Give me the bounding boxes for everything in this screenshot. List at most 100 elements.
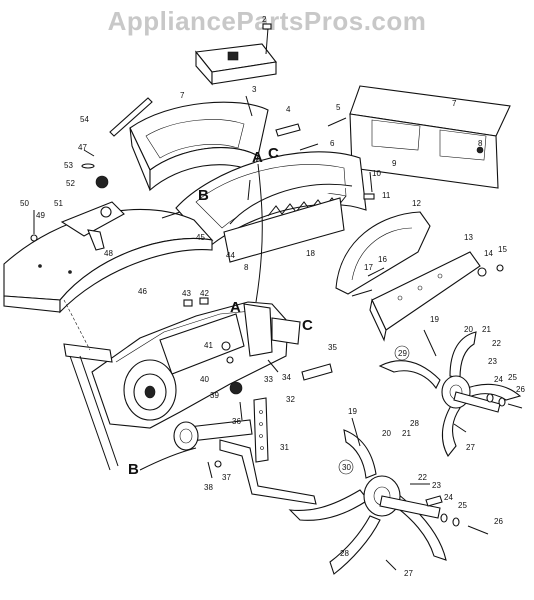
rear-hood-left[interactable] — [129, 101, 269, 192]
nut-43[interactable] — [183, 299, 193, 307]
bolt-19-lower[interactable] — [351, 417, 361, 447]
axle-shaft[interactable] — [173, 419, 253, 451]
part-label-28-lower: 28 — [340, 549, 349, 558]
part-label-44: 44 — [226, 251, 235, 260]
part-label-45: 45 — [196, 233, 205, 242]
bolt-36[interactable] — [239, 401, 243, 421]
knob-52[interactable] — [95, 175, 109, 189]
bolt-6[interactable] — [299, 143, 319, 151]
bolt-5[interactable] — [327, 117, 347, 127]
part-label-46: 46 — [138, 287, 147, 296]
callout-b-bottom: B — [128, 461, 139, 478]
part-label-35: 35 — [328, 343, 337, 352]
marker-circle-29 — [394, 345, 410, 361]
part-label-20-upper: 20 — [464, 325, 473, 334]
part-label-19-lower: 19 — [348, 407, 357, 416]
part-label-20-lower: 20 — [382, 429, 391, 438]
nut-25-upper[interactable] — [498, 397, 506, 407]
part-label-24-upper: 24 — [494, 375, 503, 384]
part-label-39: 39 — [210, 391, 219, 400]
part-label-16: 16 — [378, 255, 387, 264]
bolt-17[interactable] — [351, 289, 373, 297]
tine-assembly-lower[interactable] — [288, 429, 447, 575]
nut-14[interactable] — [477, 267, 487, 277]
nut-37[interactable] — [214, 460, 222, 468]
part-label-24-lower: 24 — [444, 493, 453, 502]
bolt-35[interactable] — [301, 363, 333, 381]
bolt-26-upper[interactable] — [507, 403, 523, 409]
part-label-41: 41 — [204, 341, 213, 350]
rear-hood-right[interactable] — [349, 85, 511, 189]
left-fender[interactable] — [3, 209, 214, 314]
top-bracket[interactable] — [194, 43, 278, 86]
part-label-25-lower: 25 — [458, 501, 467, 510]
part-label-42: 42 — [200, 289, 209, 298]
washer-41[interactable] — [221, 341, 231, 351]
right-side-shield[interactable] — [335, 211, 431, 295]
bolt-3[interactable] — [245, 95, 253, 117]
watermark: AppliancePartsPros.com — [107, 6, 427, 36]
bolt-26-lower[interactable] — [467, 525, 489, 535]
tine-assembly-upper[interactable] — [378, 331, 522, 457]
transmission-housing[interactable] — [91, 301, 301, 429]
part-label-25-upper: 25 — [508, 373, 517, 382]
part-label-11: 11 — [382, 191, 391, 200]
part-label-37: 37 — [222, 473, 231, 482]
part-label-15: 15 — [498, 245, 507, 254]
part-label-33: 33 — [264, 375, 273, 384]
nut-25-lower[interactable] — [452, 517, 460, 527]
depth-plate[interactable] — [369, 251, 481, 342]
part-label-54: 54 — [80, 115, 89, 124]
part-label-14: 14 — [484, 249, 493, 258]
washer-24-upper[interactable] — [486, 393, 494, 403]
part-label-21-lower: 21 — [402, 429, 411, 438]
clip-27-lower[interactable] — [385, 559, 397, 571]
part-label-10: 10 — [372, 169, 381, 178]
bolt-16[interactable] — [367, 267, 385, 277]
part-label-7-right: 7 — [452, 99, 457, 108]
part-label-22-lower: 22 — [418, 473, 427, 482]
part-label-22-upper: 22 — [492, 339, 501, 348]
part-label-34: 34 — [282, 373, 291, 382]
depth-bar[interactable] — [253, 397, 269, 463]
center-shield[interactable] — [175, 151, 367, 263]
bolt-10[interactable] — [369, 171, 373, 193]
part-label-38: 38 — [204, 483, 213, 492]
cable-a[interactable] — [255, 163, 263, 303]
clip-47[interactable] — [83, 149, 95, 157]
bolt-2[interactable] — [262, 23, 272, 55]
nut-40[interactable] — [226, 356, 234, 364]
handle-31[interactable] — [219, 439, 317, 505]
callout-c-top: C — [268, 145, 279, 162]
cable-b[interactable] — [139, 447, 197, 471]
part-label-2: 2 — [262, 15, 267, 24]
part-label-31: 31 — [280, 443, 289, 452]
part-label-5: 5 — [336, 103, 341, 112]
marker-circle-30 — [338, 459, 354, 475]
part-label-26-lower: 26 — [494, 517, 503, 526]
bolt-23-lower[interactable] — [425, 495, 443, 507]
part-label-4: 4 — [286, 105, 291, 114]
bolt-45[interactable] — [161, 211, 181, 219]
clip-27-upper[interactable] — [453, 423, 467, 433]
part-label-29: 29 — [398, 349, 407, 358]
washer-24-lower[interactable] — [440, 513, 448, 523]
bolt-19-upper[interactable] — [423, 329, 437, 357]
nut-42[interactable] — [199, 297, 209, 305]
callout-b-top: B — [198, 187, 209, 204]
washer-49[interactable] — [30, 234, 38, 242]
washer-15[interactable] — [496, 264, 504, 272]
rod-4[interactable] — [275, 123, 301, 137]
part-label-51: 51 — [54, 199, 63, 208]
frame-left-leg[interactable] — [63, 299, 119, 471]
bolt-34[interactable] — [267, 359, 279, 373]
bolt-38[interactable] — [207, 461, 213, 479]
callout-c-mid: C — [302, 317, 313, 334]
washer-53[interactable] — [81, 163, 95, 169]
rod-54[interactable] — [109, 97, 153, 137]
part-label-8-right: 8 — [478, 139, 483, 148]
plug-39[interactable] — [229, 381, 243, 395]
lever-bracket[interactable] — [60, 201, 125, 251]
nut-11[interactable] — [363, 193, 375, 200]
